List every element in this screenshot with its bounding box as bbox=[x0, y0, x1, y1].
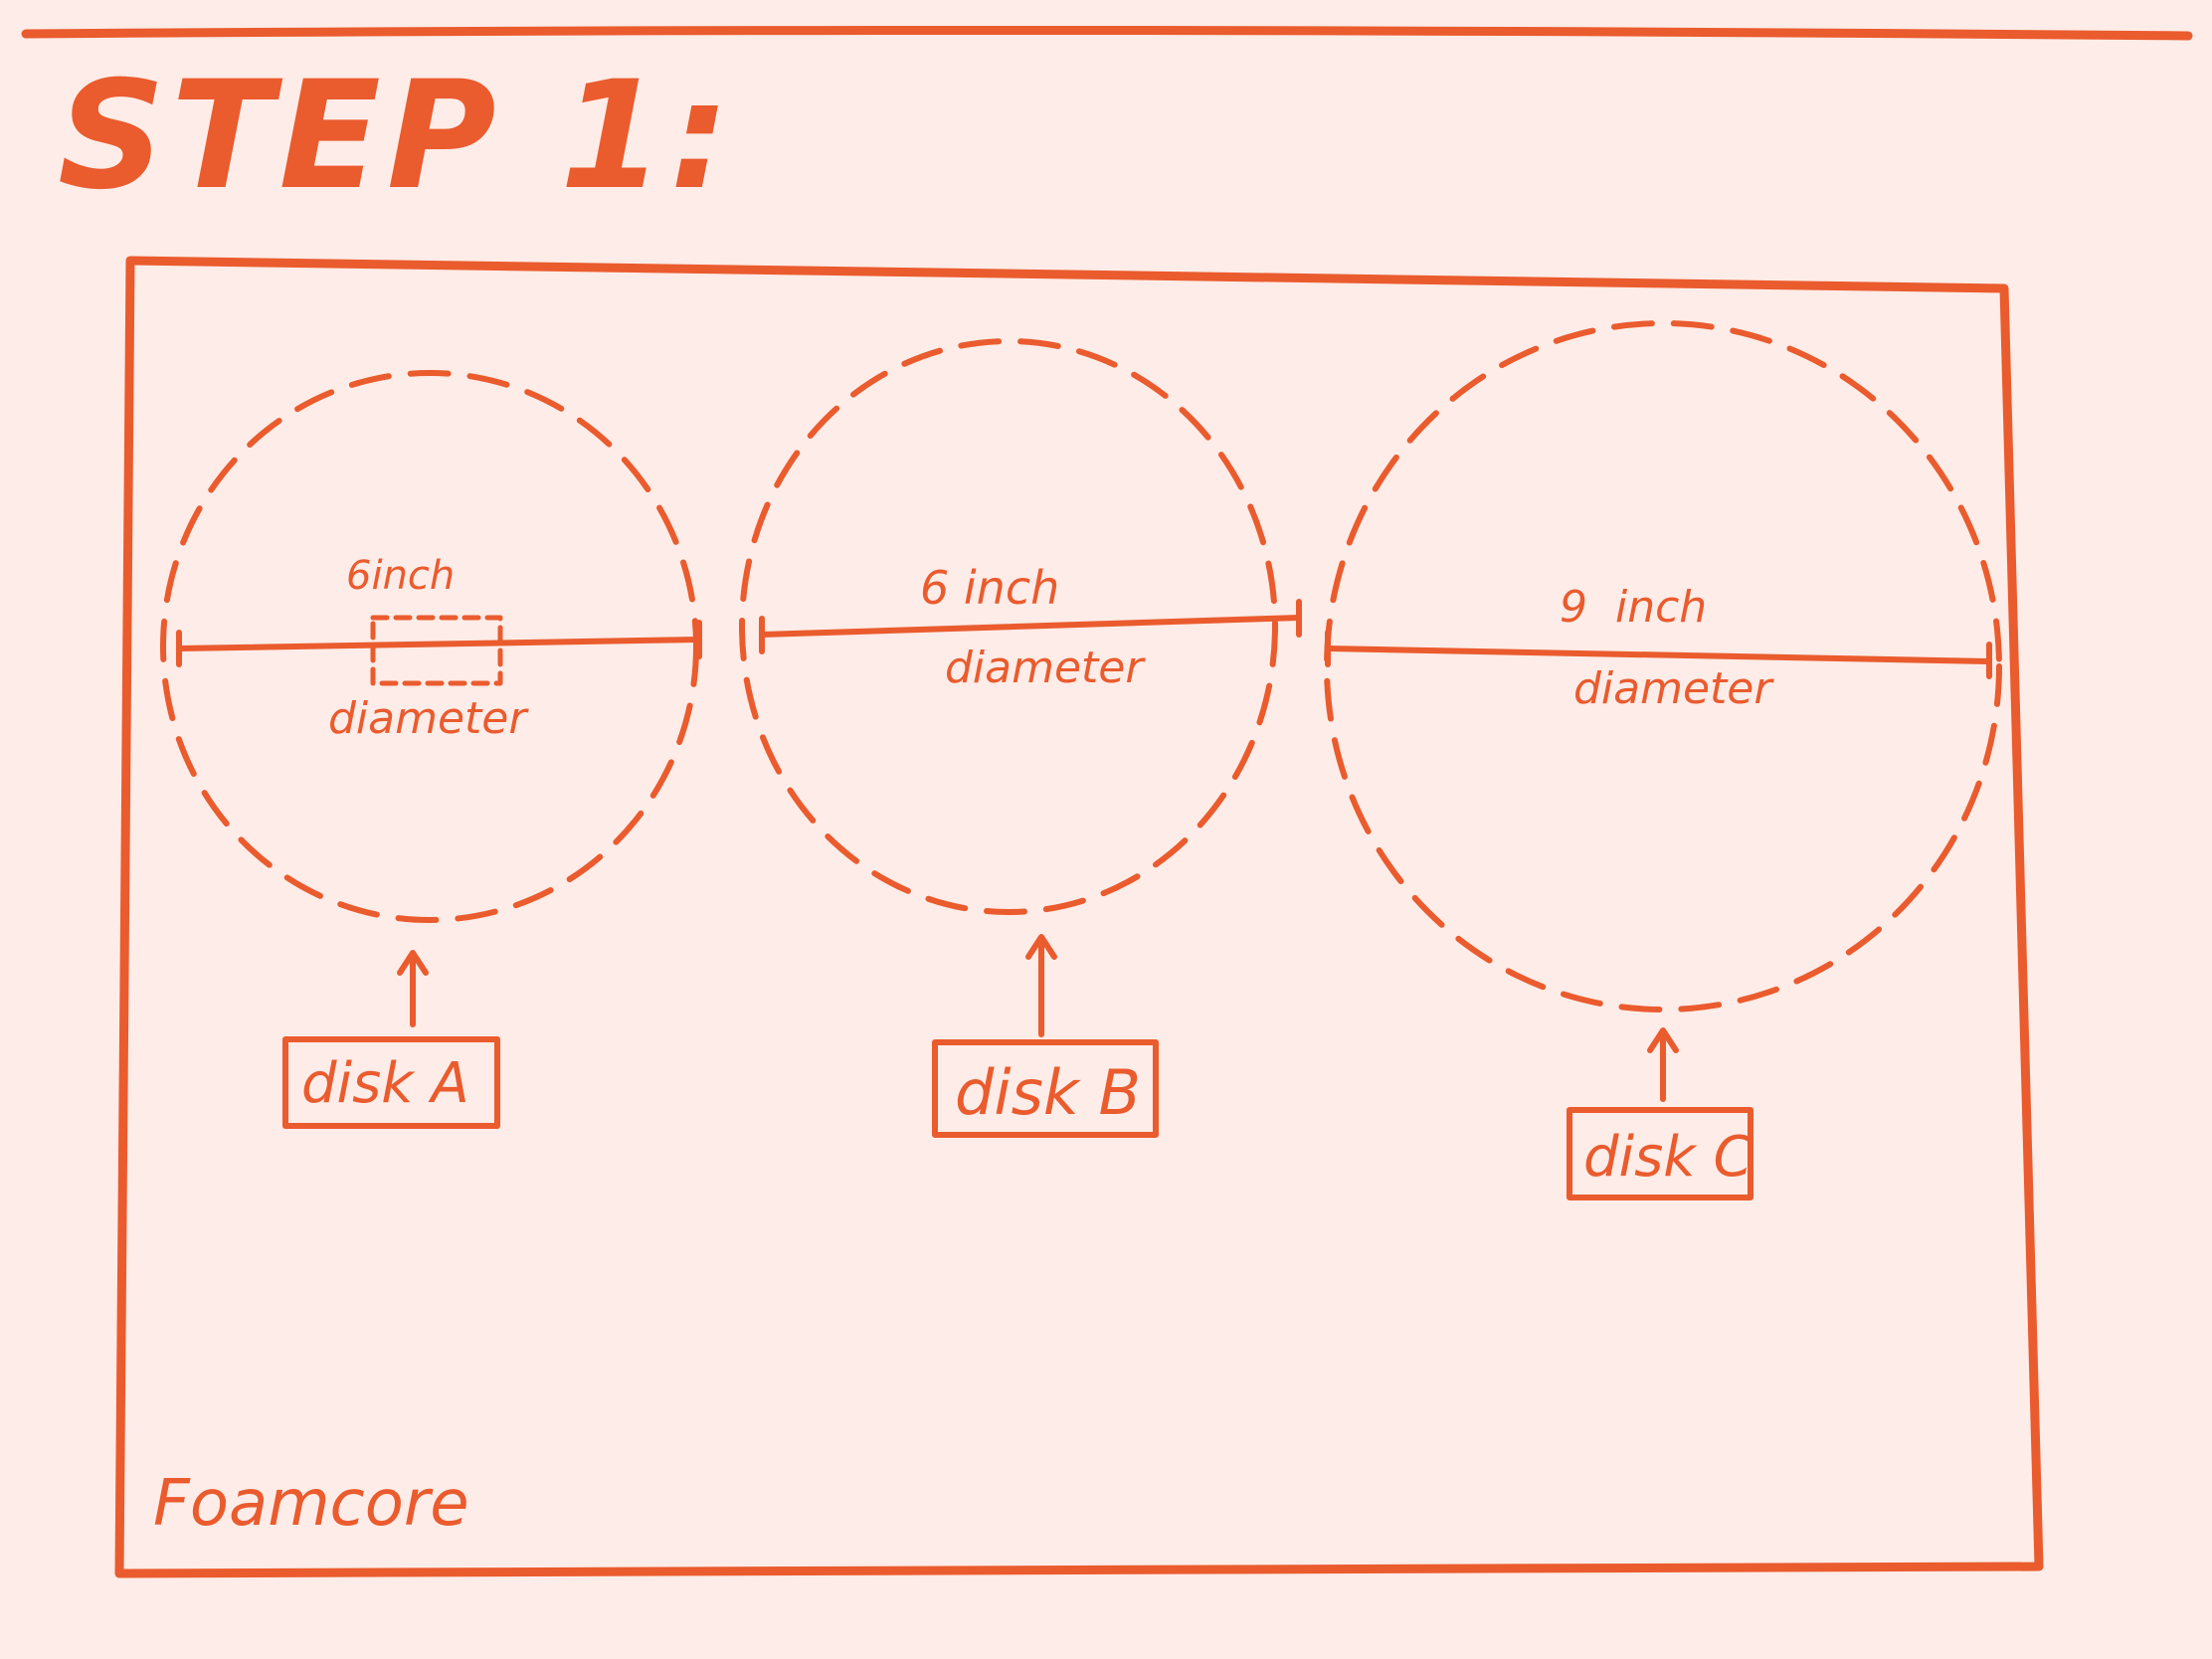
disk-c-label: disk C bbox=[1583, 1125, 1752, 1190]
disk-b-label: disk B bbox=[955, 1056, 1141, 1129]
disk-c-label-box bbox=[1567, 1107, 1753, 1200]
disk-a-label: disk A bbox=[301, 1051, 469, 1116]
disk-b-dimension-label: diameter bbox=[945, 643, 1146, 693]
disk-c-dimension-label: diameter bbox=[1573, 663, 1774, 714]
disk-a: 6inch diameter disk A bbox=[160, 370, 702, 1129]
disk-a-dimension-label: diameter bbox=[328, 693, 529, 744]
page-title: STEP 1: bbox=[58, 50, 735, 223]
top-rule-line bbox=[21, 25, 2193, 41]
disk-b-outline bbox=[739, 338, 1278, 915]
disk-c-outline bbox=[1324, 320, 2002, 1013]
disk-a-diameter-line bbox=[176, 637, 702, 651]
foamcore-board bbox=[114, 256, 2044, 1578]
disk-a-center-mark bbox=[370, 615, 503, 686]
disk-b-size-label: 6 inch bbox=[920, 561, 1059, 615]
disk-c-pointer-arrow-head bbox=[1647, 1027, 1679, 1053]
disk-a-label-box bbox=[282, 1036, 500, 1129]
disk-b-pointer-arrow-head bbox=[1025, 934, 1057, 960]
disk-b-label-box bbox=[932, 1039, 1159, 1138]
disk-a-pointer-arrow-head bbox=[397, 950, 429, 976]
board-label: Foamcore bbox=[153, 1467, 469, 1541]
disk-b: 6 inch diameter disk B bbox=[739, 338, 1302, 1138]
disk-c-size-label: 9 inch bbox=[1560, 582, 1707, 633]
disk-c-diameter-line bbox=[1325, 645, 1992, 664]
disk-a-size-label: 6inch bbox=[346, 553, 455, 599]
disk-c: 9 inch diameter disk C bbox=[1324, 320, 2002, 1200]
disk-b-diameter-line bbox=[759, 615, 1302, 638]
